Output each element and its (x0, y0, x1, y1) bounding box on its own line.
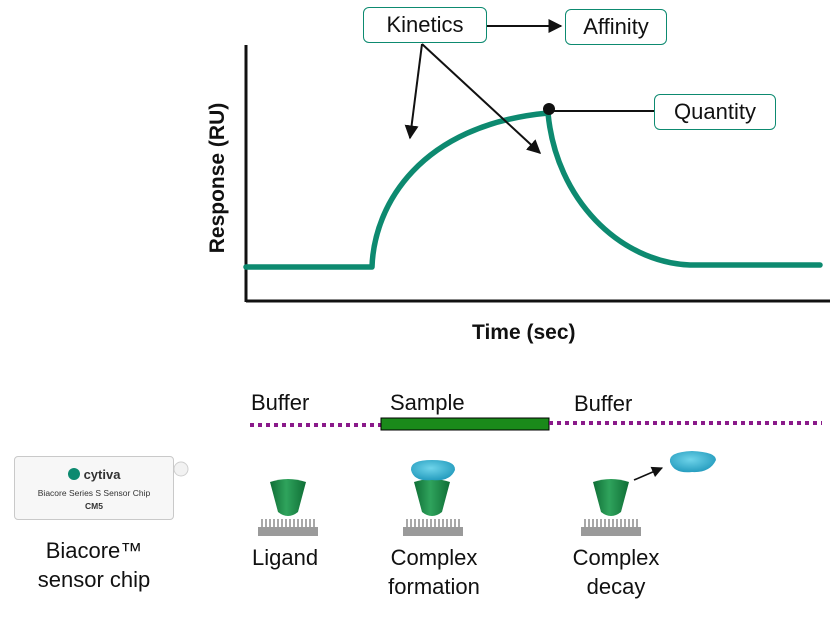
complex-decay-surface (581, 519, 641, 536)
buffer-label-right: Buffer (574, 391, 633, 416)
chip-brand-text: cytiva (83, 467, 121, 482)
chip-caption: Biacore™ sensor chip (24, 537, 164, 594)
complex-formation-label: Complex formation (380, 544, 488, 601)
y-axis-title: Response (RU) (206, 102, 229, 254)
ligand-label: Ligand (252, 545, 319, 570)
chip-model: CM5 (85, 501, 103, 511)
kinetics-arrow-dissociation (421, 43, 542, 154)
bound-analyte-molecule (410, 460, 456, 481)
complex-decay-label: Complex decay (566, 544, 666, 601)
x-axis-title: Time (sec) (472, 321, 576, 344)
decay-ligand-molecule (593, 479, 629, 516)
released-analyte-molecule (669, 451, 716, 473)
complex-decay-label-line1: Complex (572, 545, 660, 570)
release-arrow (633, 466, 664, 481)
complex-ligand-molecule (414, 479, 450, 516)
kinetics-arrow-association (404, 43, 423, 140)
sensorgram-curve (243, 110, 823, 270)
cytiva-logo-icon (67, 468, 80, 480)
complex-formation-surface (403, 519, 463, 536)
chip-caption-line2: sensor chip (37, 566, 151, 592)
ligand-surface (258, 519, 318, 536)
chip-brand: cytiva (15, 467, 173, 482)
sample-bar (380, 417, 550, 431)
kinetics-callout: Kinetics (363, 7, 487, 43)
chip-hole (173, 461, 189, 477)
buffer-label-left: Buffer (251, 390, 310, 415)
quantity-callout: Quantity (654, 94, 776, 130)
complex-formation-label-line1: Complex (390, 545, 478, 570)
ligand-molecule (270, 479, 306, 516)
sensor-chip: cytiva Biacore Series S Sensor Chip CM5 (14, 456, 174, 520)
chip-product-line: Biacore Series S Sensor Chip (37, 488, 151, 498)
affinity-callout: Affinity (565, 9, 667, 45)
chip-caption-line1: Biacore™ (45, 538, 143, 563)
sample-label: Sample (390, 390, 465, 415)
complex-decay-label-line2: decay (586, 573, 646, 599)
complex-formation-label-line2: formation (388, 573, 480, 599)
quantity-point (543, 103, 555, 115)
